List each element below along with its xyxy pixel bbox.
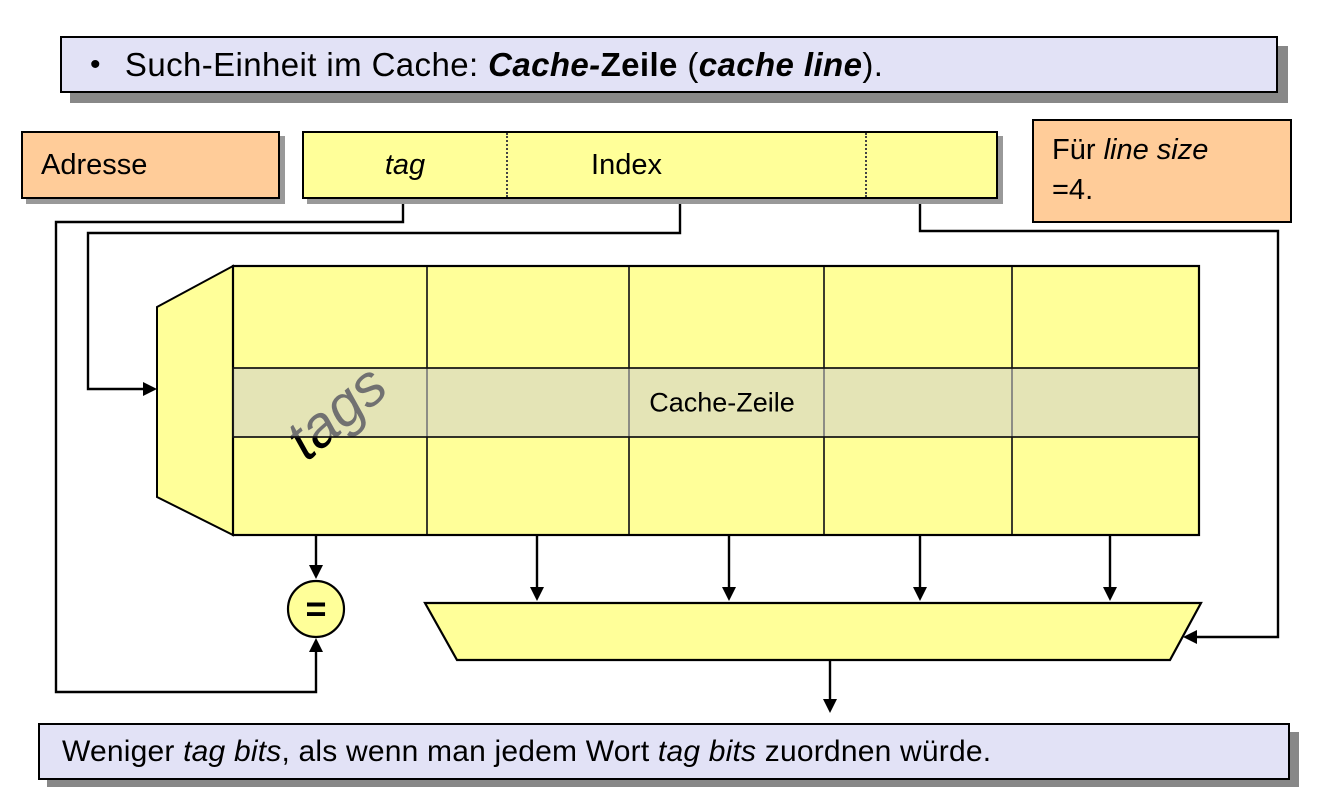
arrowhead-word3-into-mux [913,587,927,601]
index-label: Index [591,148,662,181]
offset-select-wire [918,197,1280,639]
tag-wire [54,197,405,694]
bottom-note-box: Weniger tag bits, als wenn man jedem Wor… [38,723,1290,780]
address-offset-segment [867,133,996,197]
address-tag-segment: tag [304,133,508,197]
bottom-note-text: Weniger tag bits, als wenn man jedem Wor… [62,734,992,768]
line-size-box: Für line size =4. [1032,119,1292,223]
equals-symbol: = [305,588,326,629]
arrowhead-mux-output [823,699,837,713]
arrowhead-word2-into-mux [722,587,736,601]
cache-line-highlight-row [232,367,1200,438]
arrowhead-word1-into-mux [530,587,544,601]
adresse-box: Adresse [21,131,280,199]
arrowhead-word4-into-mux [1103,587,1117,601]
bullet-icon: • [90,47,101,81]
arrowhead-select-into-mux [1183,630,1197,644]
arrowheads [143,382,1197,713]
line-size-value: =4. [1052,174,1094,206]
arrowhead-tags-into-comparator [309,565,323,579]
tags-decoder-trapezoid [156,264,234,537]
line-size-text: Für line size [1052,134,1209,166]
equals-comparator [286,579,346,639]
title-text: Such-Einheit im Cache: Cache-Zeile (cach… [124,45,884,83]
word-arrow-lines [314,535,1112,699]
tag-label: tag [384,148,426,181]
cache-line-row-label: Cache-Zeile [649,388,795,418]
arrowhead-tag-into-comparator [309,638,323,652]
title-box: • Such-Einheit im Cache: Cache-Zeile (ca… [60,36,1278,93]
arrowhead-index-into-decoder [143,382,157,396]
mux-trapezoid [423,601,1203,662]
address-field: tag Index [302,131,998,199]
address-index-segment: Index [508,133,867,197]
adresse-label: Adresse [41,148,148,181]
index-wire [86,197,682,391]
